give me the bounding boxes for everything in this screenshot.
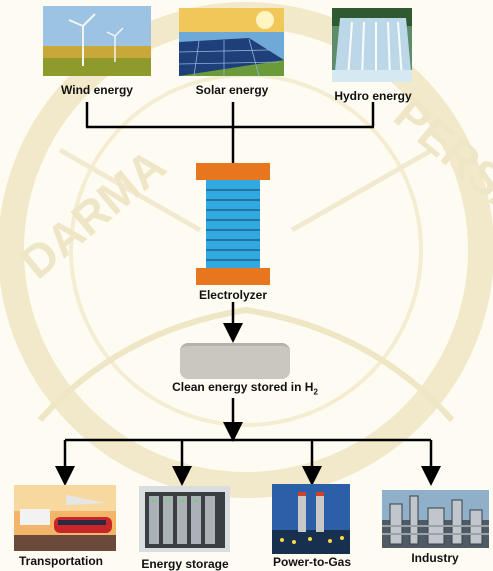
solar-energy-image [179,8,284,76]
hydro-energy-image [332,8,412,82]
storage-label: Clean energy stored in H2 [133,380,357,396]
transportation-label: Transportation [18,554,103,568]
solar-energy-label: Solar energy [195,83,269,97]
storage-label-subscript: 2 [313,387,318,397]
electrolyzer-graphic [196,163,270,285]
wind-energy-image [43,6,151,76]
energy-storage-label: Energy storage [141,557,229,571]
transportation-image [14,485,116,551]
industry-label: Industry [411,551,459,565]
electrolyzer-label: Electrolyzer [198,288,268,302]
hydrogen-storage-tank [180,343,290,379]
storage-label-text: Clean energy stored in H [172,380,314,394]
industry-image [382,490,489,548]
energy-storage-image [139,486,230,552]
wind-energy-label: Wind energy [61,83,133,97]
power-to-gas-image [272,484,350,554]
hydro-energy-label: Hydro energy [334,89,412,103]
power-to-gas-label: Power-to-Gas [272,555,351,569]
